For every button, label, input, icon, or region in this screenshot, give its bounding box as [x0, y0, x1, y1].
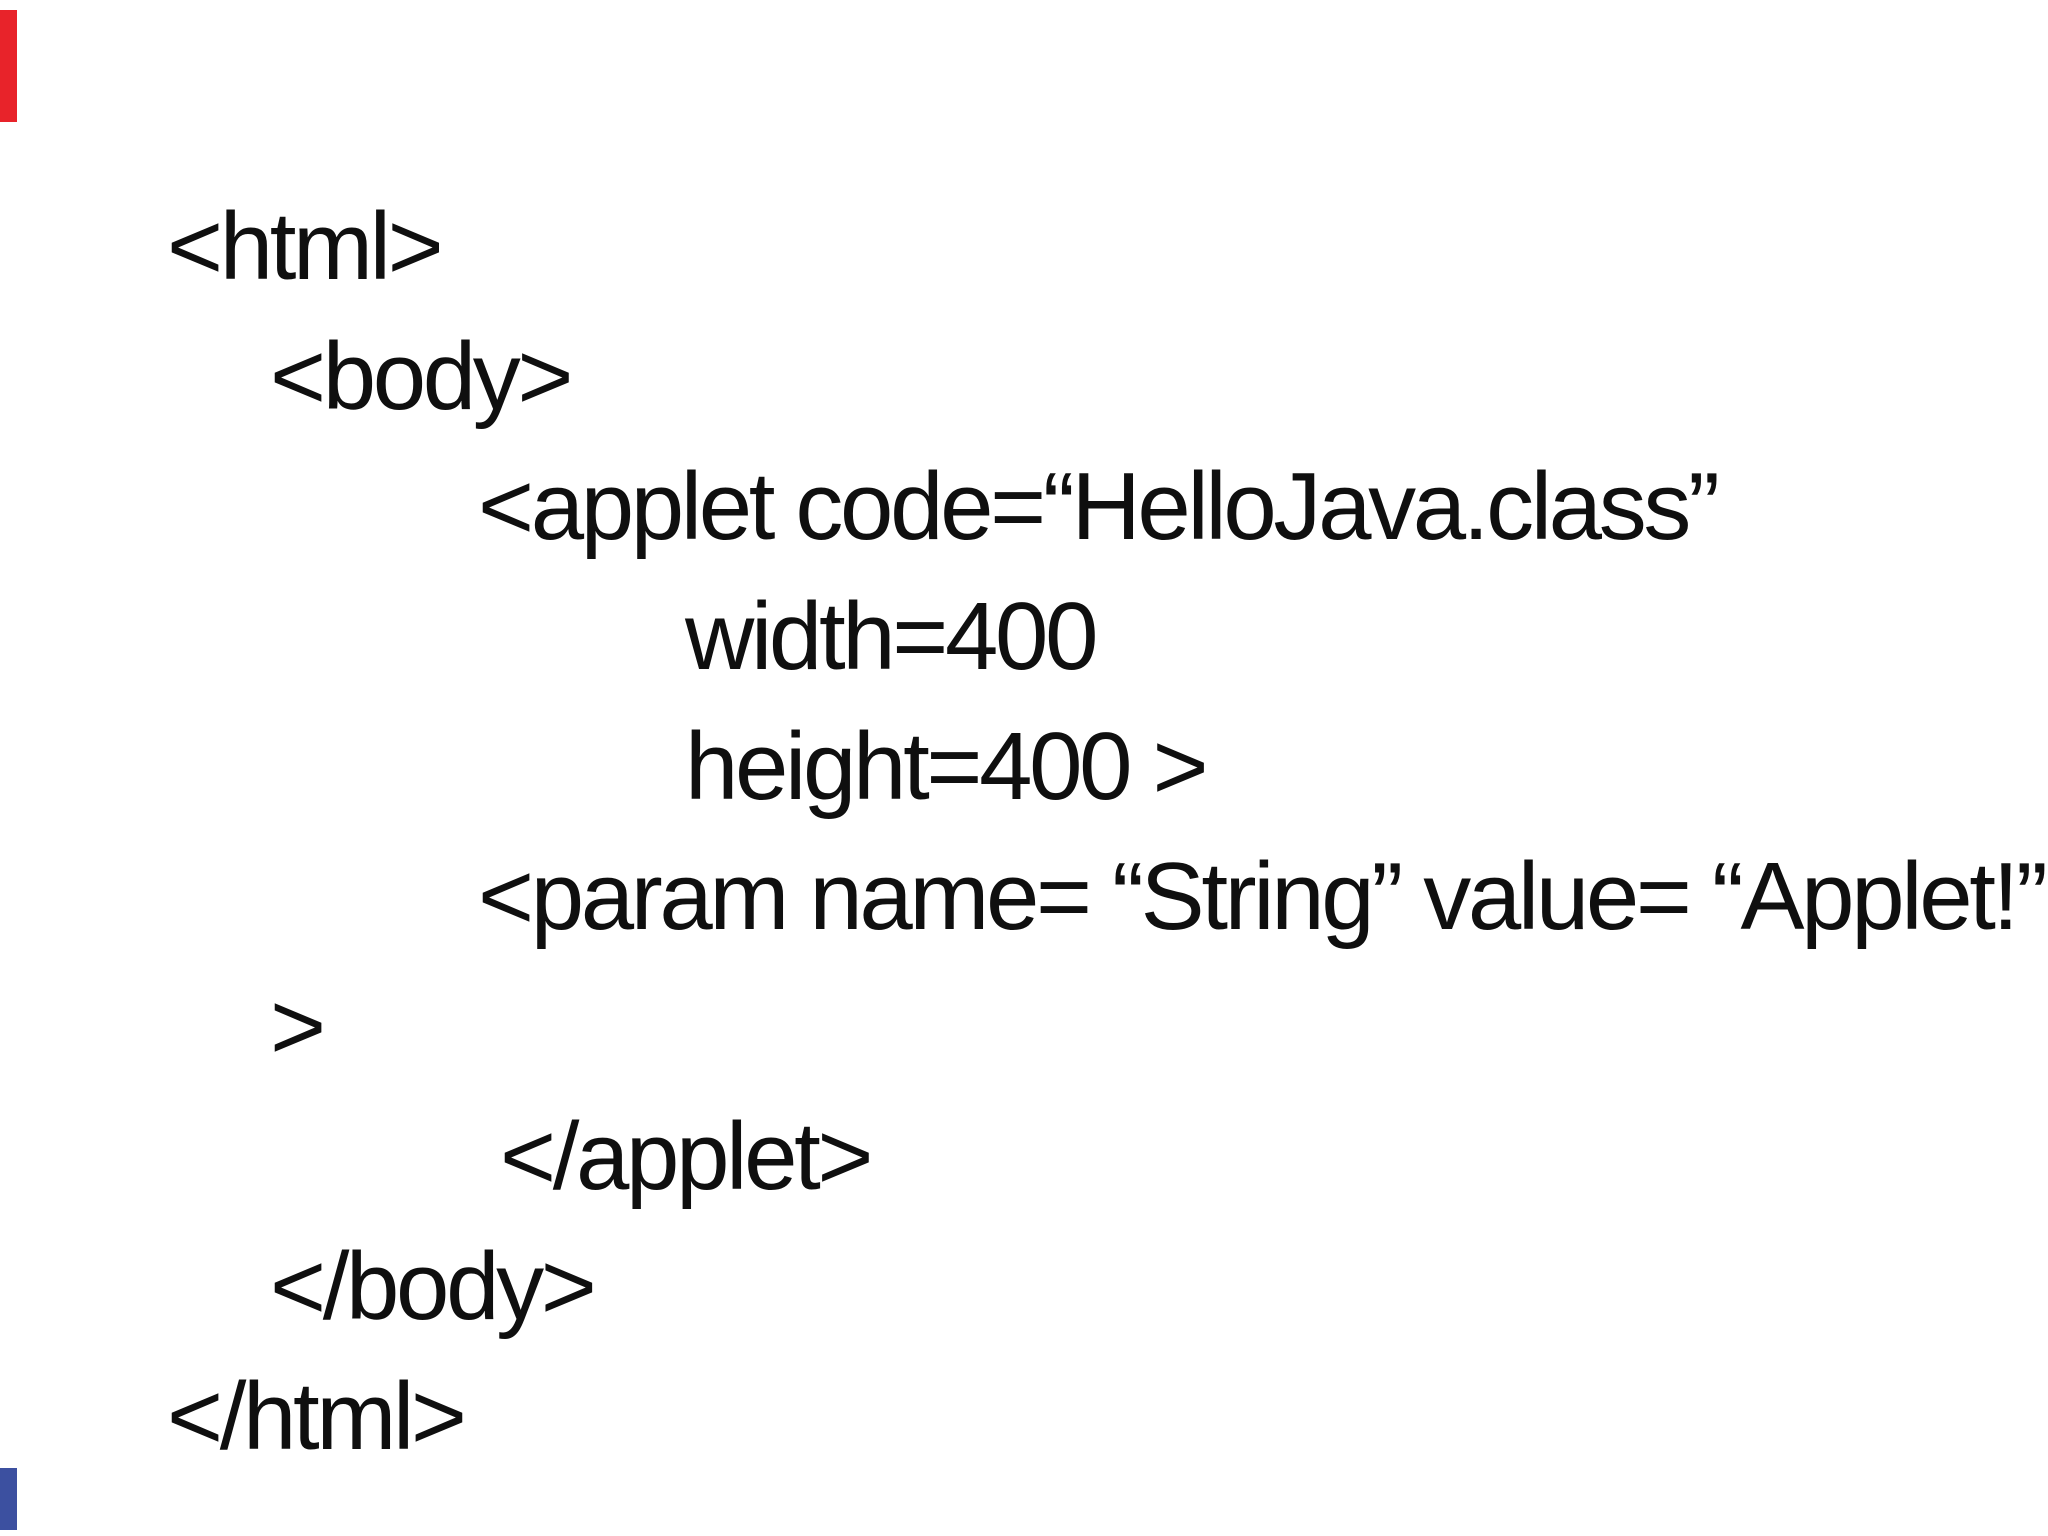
code-line: >	[270, 973, 326, 1080]
code-line: <param name= “String” value= “Applet!”	[478, 843, 2048, 950]
code-line: </html>	[167, 1363, 467, 1470]
code-line: </body>	[270, 1233, 597, 1340]
code-line: <body>	[270, 323, 574, 430]
code-line: <applet code=“HelloJava.class”	[478, 453, 1720, 560]
code-block: <html> <body> <applet code=“HelloJava.cl…	[0, 182, 2048, 1482]
code-line: height=400 >	[685, 713, 1209, 820]
red-accent-bar	[0, 10, 17, 122]
code-line: <html>	[167, 193, 444, 300]
code-line: width=400	[685, 583, 1098, 690]
code-line: </applet>	[500, 1103, 873, 1210]
blue-accent-bar	[0, 1468, 17, 1530]
